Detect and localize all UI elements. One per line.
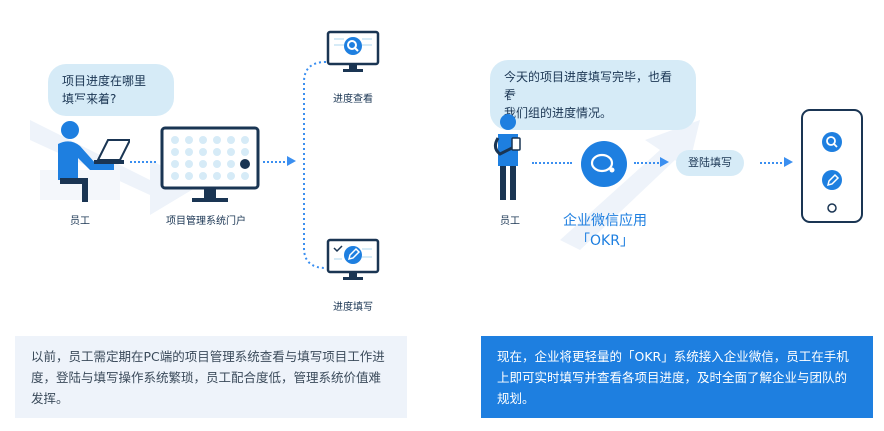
app-title: 企业微信应用 bbox=[563, 213, 647, 229]
connector-employee-portal bbox=[130, 161, 156, 163]
branch-bracket bbox=[303, 61, 327, 269]
branch-arrow-icon bbox=[287, 156, 296, 166]
connector-employee-app bbox=[532, 162, 572, 164]
connector-app-login bbox=[634, 162, 662, 164]
left-bubble-line-1: 项目进度在哪里 bbox=[62, 74, 147, 88]
right-bubble-line-1: 今天的项目进度填写完毕，也看看 bbox=[504, 70, 673, 102]
connector-portal-branch bbox=[263, 161, 289, 163]
right-bubble-line-2: 我们组的进度情况。 bbox=[504, 106, 613, 120]
wecom-app-icon bbox=[581, 141, 627, 187]
login-fill-pill: 登陆填写 bbox=[676, 150, 744, 176]
standing-employee-icon bbox=[493, 114, 521, 200]
view-progress-label: 进度查看 bbox=[333, 94, 373, 105]
phone-arrow-icon bbox=[784, 157, 793, 167]
seated-employee-icon bbox=[58, 121, 130, 202]
right-bubble-tail bbox=[510, 96, 524, 109]
portal-label: 项目管理系统门户 bbox=[166, 216, 246, 227]
left-speech-bubble: 项目进度在哪里 填写来着? bbox=[48, 64, 174, 116]
old-way-description: 以前，员工需定期在PC端的项目管理系统查看与填写项目工作进度，登陆与填写操作系统… bbox=[15, 336, 407, 418]
right-employee-label: 员工 bbox=[500, 216, 520, 227]
right-speech-bubble: 今天的项目进度填写完毕，也看看 我们组的进度情况。 bbox=[490, 60, 696, 130]
connector-login-phone bbox=[760, 162, 786, 164]
view-progress-monitor-icon bbox=[326, 30, 380, 72]
fill-progress-monitor-icon bbox=[326, 238, 380, 280]
phone-icon bbox=[801, 109, 863, 223]
portal-monitor-icon bbox=[160, 126, 260, 202]
app-subtitle: 「OKR」 bbox=[576, 233, 634, 249]
left-bubble-tail bbox=[76, 100, 90, 113]
fill-progress-label: 进度填写 bbox=[333, 302, 373, 313]
left-bubble-line-2: 填写来着? bbox=[62, 92, 117, 106]
left-employee-label: 员工 bbox=[70, 216, 90, 227]
new-way-description: 现在，企业将更轻量的「OKR」系统接入企业微信，员工在手机上即可实时填写并查看各… bbox=[481, 336, 873, 418]
login-arrow-icon bbox=[660, 157, 669, 167]
